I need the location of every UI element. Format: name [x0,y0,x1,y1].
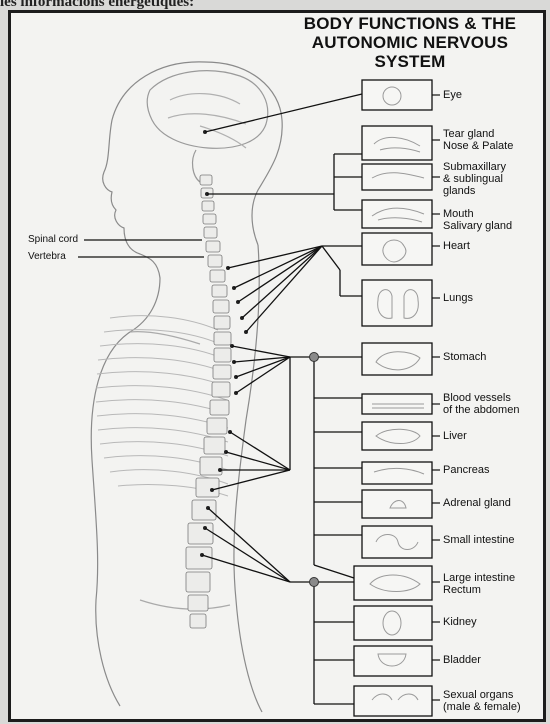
organ-label-liver: Liver [443,430,467,442]
organ-label-kidney: Kidney [443,616,477,628]
organ-label-stomach: Stomach [443,351,486,363]
spinal-cord-label: Spinal cord [28,234,78,245]
organ-label-heart: Heart [443,240,470,252]
organ-label-eye: Eye [443,89,462,101]
organ-label-bladder: Bladder [443,654,481,666]
spinal-column [186,175,231,628]
body-silhouette [91,62,282,712]
nerve-lines [78,94,362,704]
organ-label-lungs: Lungs [443,292,473,304]
organ-boxes [354,80,432,716]
organ-label-sexual-organs: Sexual organs(male & female) [443,689,521,713]
organ-label-adrenal: Adrenal gland [443,497,511,509]
label-ticks [432,95,440,700]
vertebra-label: Vertebra [28,251,66,262]
organ-label-pancreas: Pancreas [443,464,489,476]
organ-label-small-intestine: Small intestine [443,534,515,546]
